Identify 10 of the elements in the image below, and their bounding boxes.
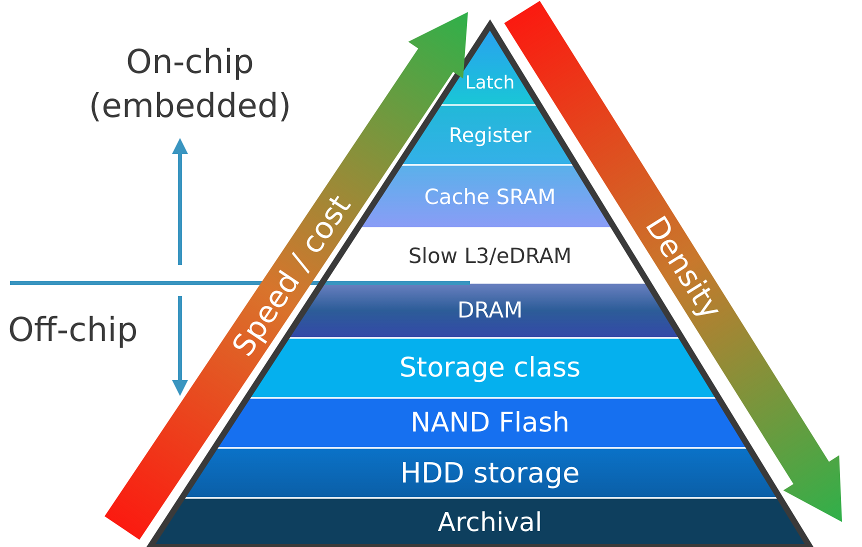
tier-label: Cache SRAM (424, 184, 556, 208)
tier-label: HDD storage (400, 456, 580, 490)
section-label: On-chip (embedded) (88, 41, 292, 127)
tier-label: Register (448, 123, 532, 147)
tier-label: NAND Flash (410, 408, 570, 438)
section-label: Off-chip (8, 309, 138, 351)
tier-label: Latch (465, 72, 515, 94)
tier-label: Archival (438, 508, 542, 538)
tier-label: DRAM (457, 298, 523, 323)
tier-label: Storage class (399, 352, 581, 384)
